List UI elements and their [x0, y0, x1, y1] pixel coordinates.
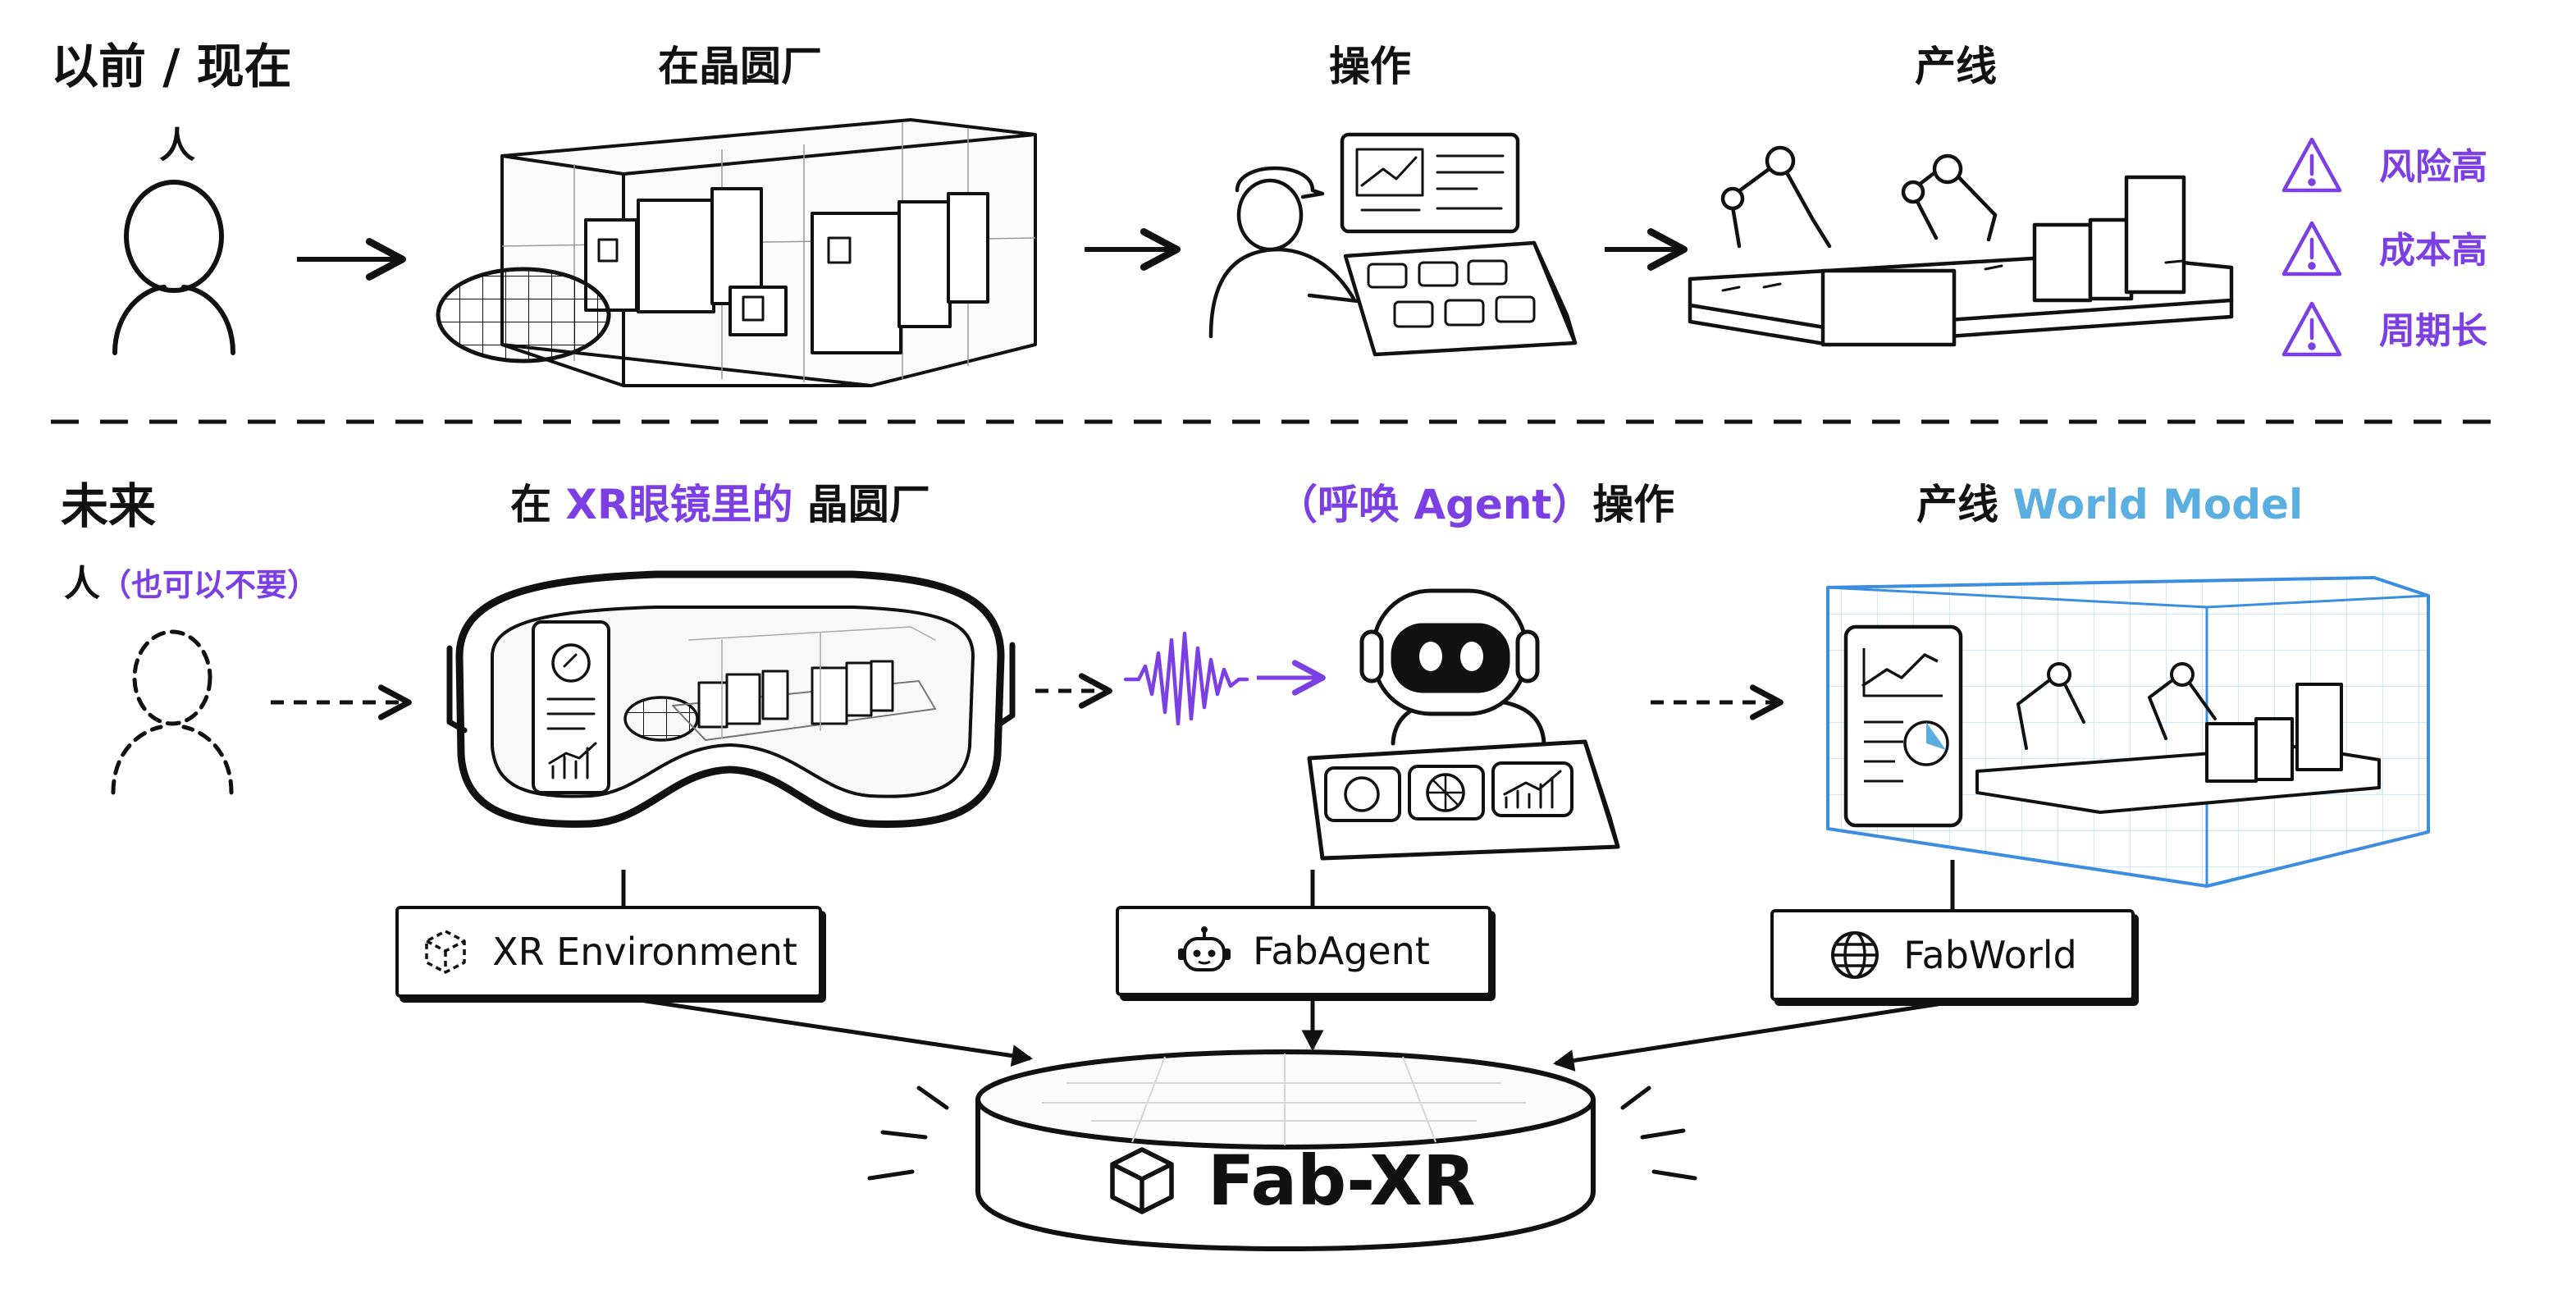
person-note: （也可以不要） — [100, 567, 319, 603]
fab-illustration — [500, 118, 1037, 387]
platform-name: Fab-XR — [1208, 1140, 1476, 1221]
person-label-future: 人（也可以不要） — [64, 566, 318, 602]
xr-goggles-illustration — [446, 570, 1016, 828]
risk-label: 成本高 — [2379, 230, 2487, 272]
col-title-agent-highlight: （呼唤 Agent） — [1277, 481, 1593, 528]
production-line-illustration — [1688, 145, 2234, 347]
person-icon — [112, 180, 235, 355]
col-title-world-model: 产线 World Model — [1916, 484, 2303, 525]
world-model-illustration — [1826, 576, 2430, 888]
soundwave-icon — [1123, 631, 1249, 726]
xr-environment-label: XR Environment — [492, 930, 797, 974]
col-title-world-highlight: World Model — [2012, 481, 2304, 528]
fab-agent-module[interactable]: FabAgent — [1116, 906, 1491, 996]
arrow-xr-to-platform — [623, 995, 1033, 1067]
col-title-world-pre: 产线 — [1916, 481, 2013, 528]
person-dashed-icon — [111, 629, 234, 795]
col-title-line: 产线 — [1915, 43, 1997, 90]
col-title-xr-fab-post: 晶圆厂 — [792, 481, 930, 528]
cube-icon — [425, 930, 466, 974]
col-title-xr-fab-highlight: XR眼镜里的 — [565, 481, 793, 528]
col-title-xr-fab-pre: 在 — [510, 481, 566, 528]
person-label-now: 人 — [159, 125, 195, 167]
risk-label: 风险高 — [2379, 146, 2487, 188]
risk-label: 周期长 — [2379, 310, 2487, 352]
person-label-text: 人 — [64, 563, 100, 605]
col-title-agent-post: 操作 — [1592, 481, 1675, 528]
arrow-world-to-platform — [1553, 997, 1970, 1072]
col-title-fab: 在晶圆厂 — [658, 43, 822, 90]
warning-icon — [2281, 137, 2342, 193]
col-title-operate: 操作 — [1329, 43, 1411, 90]
wafer-icon — [436, 267, 611, 363]
fab-agent-label: FabAgent — [1253, 929, 1430, 973]
fab-world-label: FabWorld — [1903, 933, 2077, 977]
operator-illustration — [1208, 132, 1578, 357]
xr-environment-module[interactable]: XR Environment — [395, 906, 822, 998]
globe-icon — [1831, 931, 1879, 979]
row-label-future: 未来 — [61, 478, 157, 534]
warning-icon — [2281, 301, 2342, 357]
platform-title: Fab-XR — [1104, 1140, 1476, 1221]
col-title-agent-operate: （呼唤 Agent）操作 — [1277, 484, 1674, 525]
robot-icon — [1178, 926, 1231, 971]
cube-icon — [1110, 1147, 1174, 1214]
row-label-now: 以前 / 现在 — [51, 39, 292, 94]
robot-agent-illustration — [1307, 588, 1620, 861]
warning-icon — [2281, 221, 2342, 277]
platform-disc — [867, 1049, 1697, 1252]
col-title-xr-fab: 在 XR眼镜里的 晶圆厂 — [510, 484, 930, 525]
fab-world-module[interactable]: FabWorld — [1770, 909, 2135, 1001]
